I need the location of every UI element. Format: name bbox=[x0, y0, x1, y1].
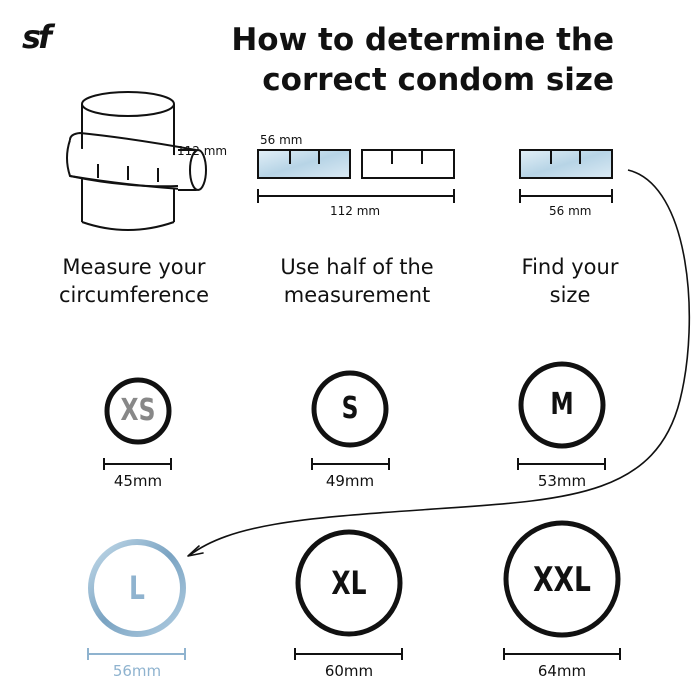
size-letter-s: S bbox=[341, 391, 359, 426]
half-tape-icon bbox=[257, 149, 351, 179]
page-title: How to determine the correct condom size bbox=[231, 20, 614, 100]
size-mm-xs: 45mm bbox=[113, 472, 163, 490]
step-2-label: Use half of the measurement bbox=[257, 253, 457, 309]
step2-full-dimension-label: 112 mm bbox=[330, 204, 381, 218]
size-ring-l bbox=[88, 539, 186, 637]
scale-bar-xxl bbox=[503, 648, 621, 660]
size-letter-xl: XL bbox=[331, 564, 367, 602]
step-2-line-1: Use half of the bbox=[280, 255, 434, 279]
size-mm-s: 49mm bbox=[325, 472, 375, 490]
dimension-line-56 bbox=[519, 189, 613, 203]
size-ring-s bbox=[311, 370, 389, 448]
step-2-line-2: measurement bbox=[283, 283, 431, 307]
second-half-tape-icon bbox=[361, 149, 455, 179]
size-letter-l: L bbox=[129, 569, 145, 607]
size-mm-m: 53mm bbox=[537, 472, 587, 490]
size-tape-icon bbox=[519, 149, 613, 179]
size-letter-xxl: XXL bbox=[533, 560, 591, 600]
step-3-line-1: Find your bbox=[521, 255, 619, 279]
measuring-tape-icon bbox=[66, 131, 207, 191]
step-1-label: Measure your circumference bbox=[34, 253, 234, 309]
scale-bar-xl bbox=[294, 648, 403, 660]
brand-logo: sf bbox=[22, 18, 52, 56]
scale-bar-s bbox=[311, 458, 390, 470]
step-1-line-1: Measure your bbox=[62, 255, 206, 279]
arrow-icon bbox=[187, 169, 691, 557]
size-letter-xs: XS bbox=[120, 393, 156, 428]
size-mm-xxl: 64mm bbox=[537, 662, 587, 680]
size-letter-m: M bbox=[550, 387, 574, 422]
size-ring-xs bbox=[104, 377, 172, 445]
scale-bar-m bbox=[517, 458, 606, 470]
step2-half-dimension-label: 56 mm bbox=[260, 133, 303, 147]
dimension-line-112 bbox=[257, 189, 455, 203]
step-3-label: Find your size bbox=[470, 253, 670, 309]
scale-bar-xs bbox=[103, 458, 172, 470]
size-mm-l: 56mm bbox=[112, 662, 162, 680]
step3-dimension-label: 56 mm bbox=[549, 204, 592, 218]
step-1-line-2: circumference bbox=[58, 283, 210, 307]
size-ring-m bbox=[518, 361, 606, 449]
step-3-line-2: size bbox=[549, 283, 591, 307]
title-line-1: How to determine the bbox=[231, 22, 614, 58]
size-mm-xl: 60mm bbox=[324, 662, 374, 680]
size-ring-xl bbox=[295, 529, 403, 637]
step1-dimension-label: 112 mm bbox=[177, 144, 228, 158]
scale-bar-l bbox=[87, 648, 186, 660]
title-line-2: correct condom size bbox=[262, 62, 614, 98]
size-ring-xxl bbox=[503, 520, 621, 638]
